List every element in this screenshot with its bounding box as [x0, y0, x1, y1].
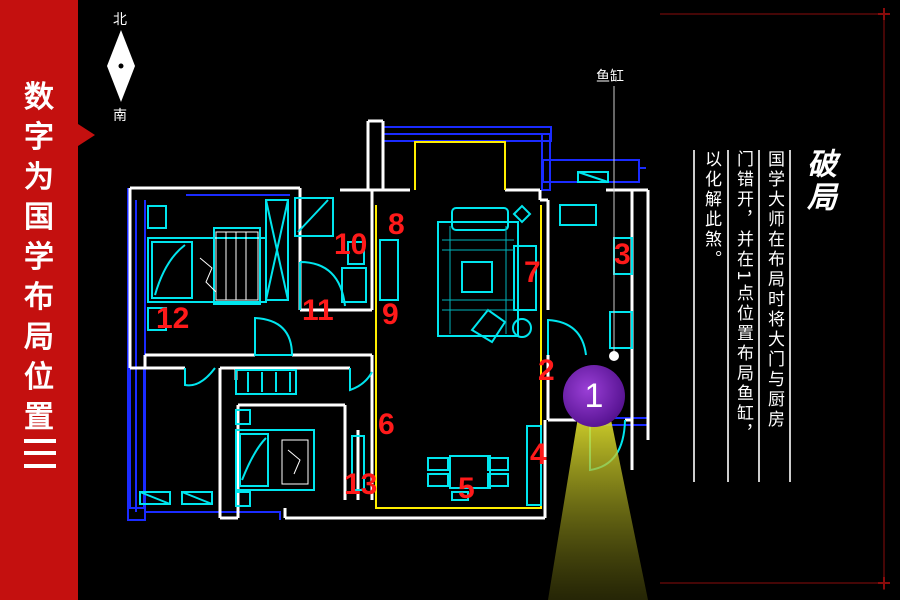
title-char: 字: [24, 120, 54, 155]
path-outline: [375, 141, 542, 509]
title-char: 学: [24, 240, 54, 275]
bedding-pattern: [199, 231, 309, 485]
title-char: 布: [24, 280, 54, 315]
panel-text-line3: 以化解此煞。: [701, 150, 721, 270]
room-number: 3: [614, 238, 631, 271]
sidebar-pointer: [78, 124, 95, 146]
frame-corner-marks: [878, 8, 890, 589]
room-number: 4: [530, 438, 547, 471]
room-number: 8: [388, 208, 405, 241]
room-number: 9: [382, 298, 399, 331]
compass-south-label: 南: [113, 108, 127, 124]
fish-tank-point: [609, 351, 619, 361]
room-number: 6: [378, 408, 395, 441]
fish-tank-label: 鱼缸: [596, 69, 624, 85]
panel-divider: [727, 150, 729, 482]
decorative-frame: [660, 10, 890, 590]
title-char: 为: [24, 160, 54, 195]
panel-text-line1: 国学大师在布局时将大门与厨房: [764, 150, 784, 430]
compass-north-label: 北: [113, 12, 127, 28]
compass-icon: [107, 30, 135, 102]
panel-divider: [693, 150, 695, 482]
panel-divider: [758, 150, 760, 482]
panel-heading: 破局: [801, 148, 836, 214]
furniture: [139, 171, 633, 507]
sidebar: [0, 0, 78, 600]
title-char: 置: [24, 400, 54, 435]
sidebar-title: 数 字 为 国 学 布 局 位 置: [0, 78, 78, 438]
walls: [128, 119, 650, 520]
numeral-three-glyph: [24, 437, 56, 469]
room-number: 7: [524, 256, 541, 289]
room-number: 12: [156, 302, 190, 335]
panel-divider: [789, 150, 791, 482]
room-number: 5: [458, 472, 475, 505]
marker-number: 1: [584, 377, 604, 415]
panel-text-line2: 门错开，并在1点位置布局鱼缸，: [733, 150, 753, 444]
light-beam: [548, 405, 648, 600]
title-char: 国: [24, 200, 54, 235]
sofa-pattern: [442, 226, 514, 334]
title-char: 数: [24, 80, 54, 115]
room-number: 13: [344, 468, 378, 501]
title-char: 局: [24, 320, 54, 355]
room-number: 11: [302, 294, 334, 327]
room-number: 2: [538, 354, 555, 387]
fish-tank-marker: [563, 365, 625, 427]
room-number: 10: [334, 228, 368, 261]
title-char: 位: [24, 360, 54, 395]
